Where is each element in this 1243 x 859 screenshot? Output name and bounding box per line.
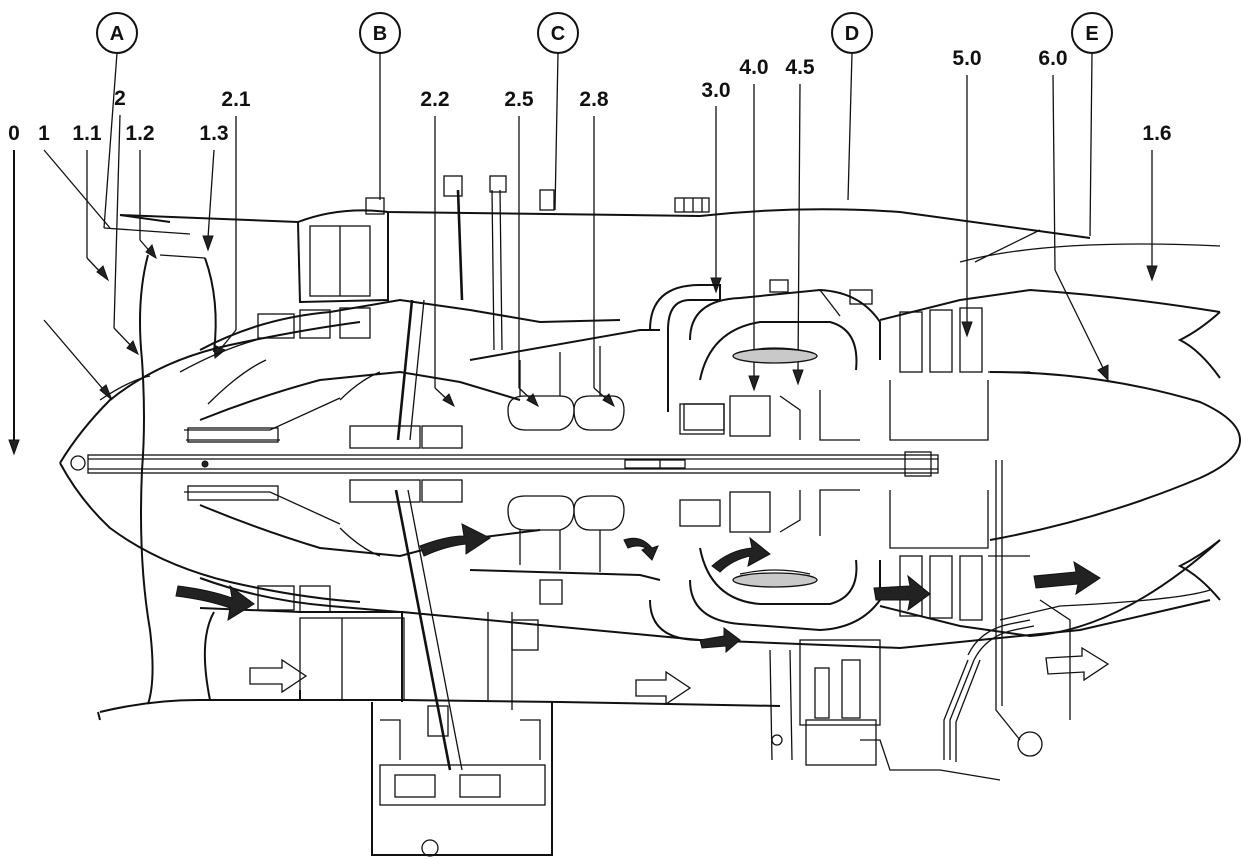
dark-arrow-icon (699, 627, 741, 654)
hollow-arrow-icon (1045, 646, 1110, 682)
station-label-1-3: 1.3 (199, 122, 228, 145)
accessory-gearbox (371, 579, 563, 857)
lp-compressor-upper (179, 298, 621, 443)
section-marker-a: A (96, 12, 191, 235)
main-shaft (87, 451, 939, 477)
station-label-1-1: 1.1 (72, 122, 102, 145)
dark-arrow-icon (873, 574, 931, 612)
section-letter-b: B (373, 23, 387, 45)
engine-struts (487, 612, 793, 761)
station-label-2-1: 2.1 (221, 88, 251, 111)
fuel-control-module (799, 639, 1043, 781)
station-label-1: 1 (38, 122, 50, 145)
section-letter-d: D (845, 23, 859, 45)
section-marker-b: B (359, 12, 401, 200)
spinner-nose-cone (59, 321, 361, 603)
hollow-arrow-icon (635, 670, 692, 706)
station-leader-lines (8, 74, 1158, 456)
station-label-2-5: 2.5 (504, 88, 534, 111)
section-letter-a: A (110, 23, 124, 45)
radial-drive-shafts (365, 175, 555, 771)
nacelle-outer-cowl (97, 197, 1221, 721)
section-marker-e: E (1071, 12, 1113, 237)
bypass-duct-lower (199, 599, 1211, 707)
station-label-1-2: 1.2 (125, 122, 154, 145)
section-marker-d: D (831, 12, 873, 201)
fan-blades (139, 254, 217, 705)
bypass-flow-arrows (249, 646, 1110, 706)
section-letter-e: E (1085, 23, 1098, 45)
station-label-2-8: 2.8 (579, 88, 609, 111)
fuel-lines (943, 460, 1071, 762)
dark-arrow-icon (175, 584, 255, 622)
station-label-0: 0 (8, 122, 20, 145)
station-label-2-2: 2.2 (420, 88, 449, 111)
front-bearing-support (339, 371, 463, 557)
dark-arrow-icon (1033, 560, 1101, 596)
dark-arrow-icon (419, 523, 491, 557)
exhaust-cone (989, 311, 1242, 601)
station-label-3-0: 3.0 (701, 79, 730, 102)
hp-compressor-disks (469, 329, 661, 581)
section-marker-c: C (537, 12, 579, 211)
station-label-5-0: 5.0 (952, 47, 981, 70)
station-label-2: 2 (114, 87, 126, 110)
hp-bearing-housing (679, 390, 860, 536)
bypass-duct-upper (297, 212, 389, 304)
dark-arrow-icon (623, 537, 659, 561)
station-label-4-0: 4.0 (739, 56, 768, 79)
core-flow-arrows (175, 523, 1101, 654)
hollow-arrow-icon (249, 658, 308, 694)
station-label-6-0: 6.0 (1038, 47, 1067, 70)
combustor-upper (649, 279, 881, 412)
combustor-lower (649, 403, 881, 641)
section-letter-c: C (551, 23, 565, 45)
station-label-1-6: 1.6 (1142, 122, 1171, 145)
station-label-4-5: 4.5 (785, 56, 815, 79)
dark-arrow-icon (711, 536, 771, 573)
lp-compressor-lower (184, 485, 541, 613)
